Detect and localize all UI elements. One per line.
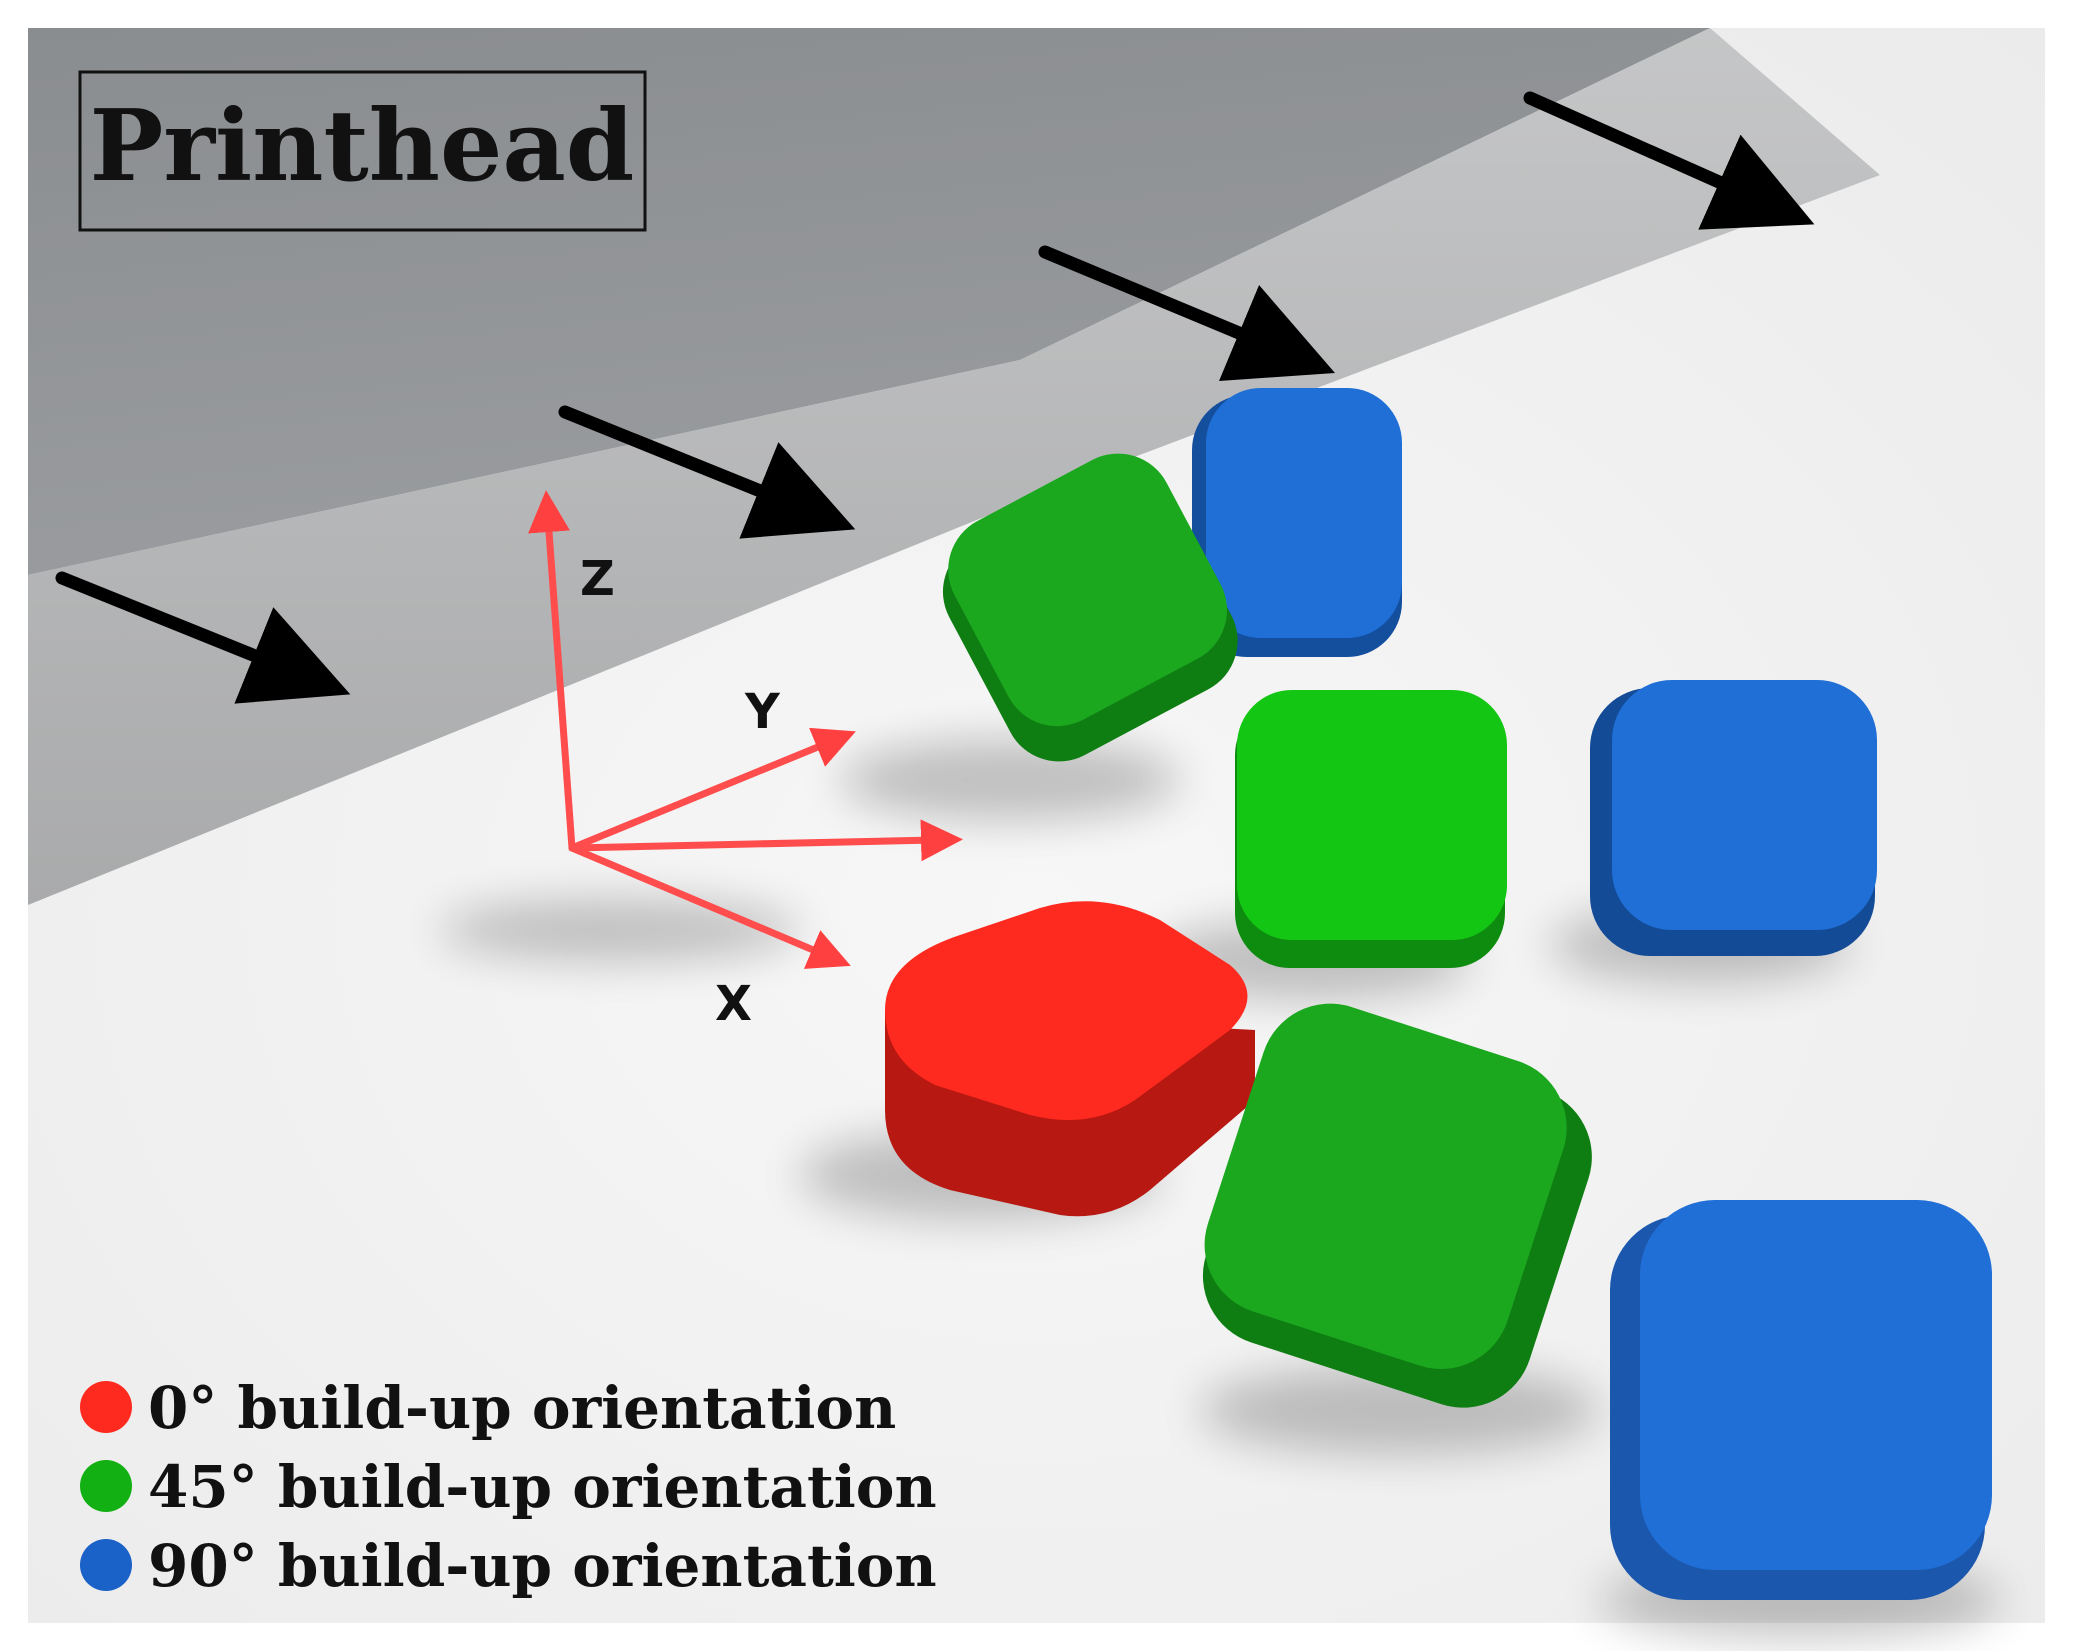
printhead-top (28, 28, 1710, 575)
specimen-green-front (1202, 1003, 1592, 1408)
z-axis-label: Z (580, 551, 615, 607)
printhead-label-box: Printhead (78, 70, 647, 232)
x-axis-label: X (715, 976, 752, 1032)
legend-swatch-green (80, 1460, 132, 1512)
x-axis (568, 844, 851, 969)
printhead-side (28, 28, 1880, 905)
printhead (28, 28, 1880, 905)
legend-item-0: 0° build-up orientation (80, 1374, 896, 1442)
legend: 0° build-up orientation 45° build-up ori… (80, 1374, 937, 1600)
printhead-title: Printhead (90, 89, 635, 204)
legend-swatch-blue (80, 1539, 132, 1591)
specimen-blue-back (1192, 388, 1402, 657)
legend-item-90: 90° build-up orientation (80, 1532, 937, 1600)
specimen-green-middle (1235, 690, 1507, 968)
movement-arrow-2 (558, 405, 856, 539)
movement-arrow-3 (1038, 245, 1335, 381)
legend-label-90: 90° build-up orientation (148, 1532, 937, 1600)
title-frame (78, 70, 647, 232)
legend-item-45: 45° build-up orientation (80, 1453, 937, 1521)
y-axis-label: Y (744, 684, 781, 740)
specimen-blue-front (1610, 1200, 1992, 1600)
coordinate-axes (528, 490, 963, 969)
z-axis (528, 490, 576, 852)
movement-arrows (55, 91, 1815, 704)
y-axis (568, 727, 856, 852)
specimen-blue-middle (1590, 680, 1877, 956)
r-axis (568, 819, 963, 862)
legend-label-0: 0° build-up orientation (148, 1374, 896, 1442)
movement-arrow-4 (1523, 91, 1815, 230)
specimen-green-back (942, 453, 1238, 762)
legend-label-45: 45° build-up orientation (148, 1453, 937, 1521)
specimen-red (885, 901, 1255, 1217)
legend-swatch-red (80, 1381, 132, 1433)
specimens (885, 388, 1992, 1600)
movement-arrow-1 (55, 571, 351, 704)
